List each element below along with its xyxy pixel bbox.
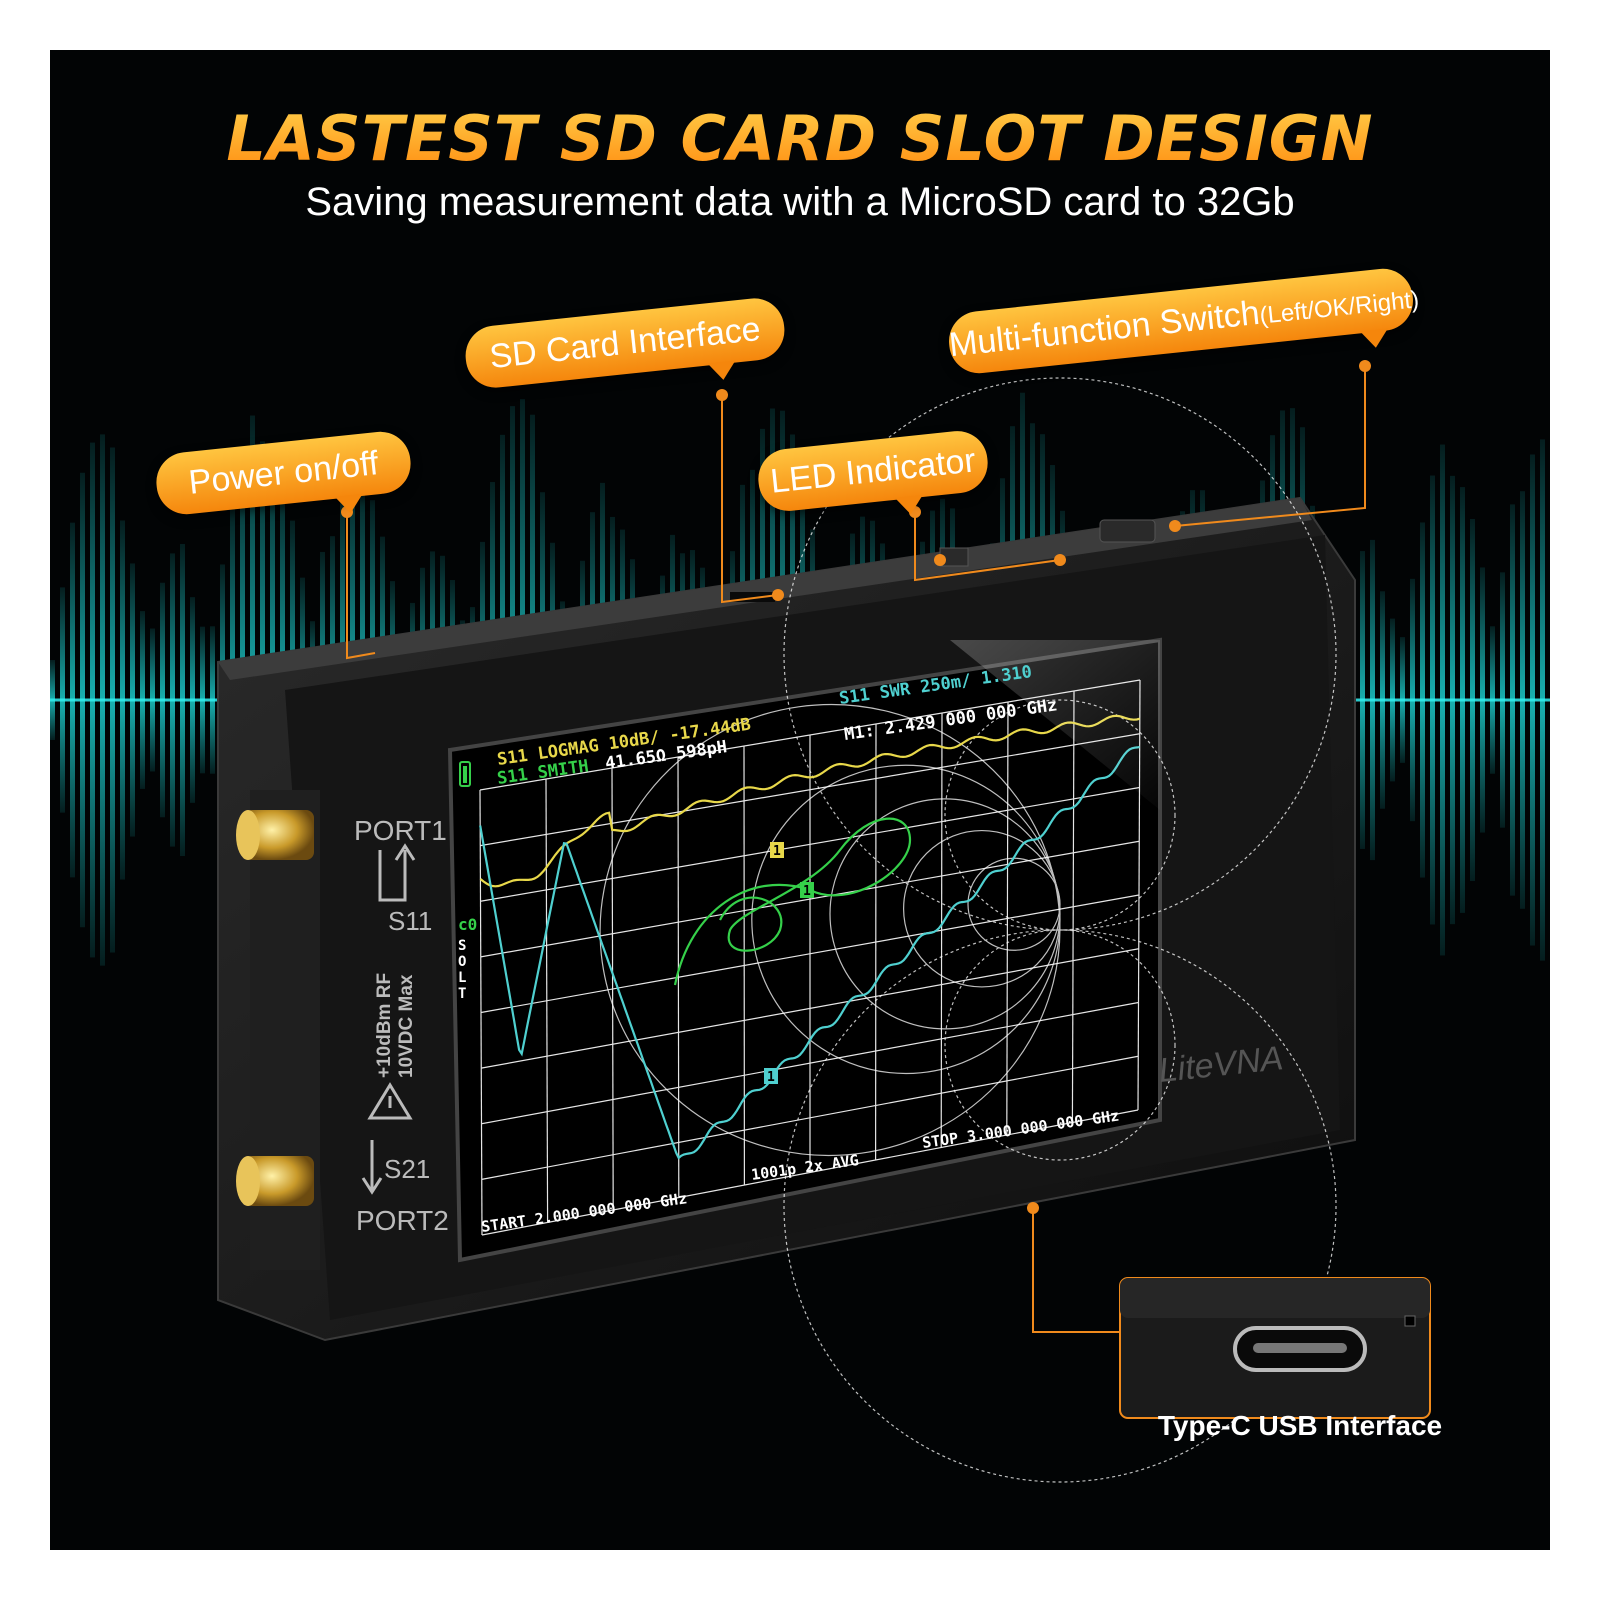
product-image: S11 LOGMAG 10dB/ -17.44dB S11 SMITH 41.6…: [50, 50, 1550, 1550]
s21-label: S21: [384, 1154, 430, 1184]
cal-flag-s: S: [458, 938, 466, 954]
cal-flag-l: L: [458, 970, 466, 986]
battery-icon: [459, 761, 471, 787]
smith-chart-grid: [599, 377, 1337, 1483]
sma-connector-port1: [236, 810, 314, 860]
scene-graphics: S11 LOGMAG 10dB/ -17.44dB S11 SMITH 41.6…: [50, 360, 1550, 1483]
callout-led-label: LED Indicator: [768, 441, 978, 501]
callout-usb-label: Type-C USB Interface: [1157, 1410, 1443, 1441]
cal-flag-t: T: [458, 986, 466, 1002]
leader-dots: [341, 360, 1371, 1214]
screen-glare: [950, 640, 1160, 810]
display-screen: [447, 637, 1162, 1263]
warning-triangle-icon: [367, 1082, 413, 1120]
top-controls: [730, 519, 1156, 602]
marker-flag-logmag: 1: [773, 844, 781, 859]
headline-title: LASTEST SD CARD SLOT DESIGN: [50, 102, 1550, 175]
rating-dc: 10VDC Max: [396, 974, 417, 1078]
marker-flag-smith: 1: [803, 884, 811, 899]
cal-flag-o: O: [458, 954, 466, 970]
s11-label: S11: [388, 906, 432, 936]
marker-flag-swr: 1: [767, 1070, 775, 1085]
callout-power-label: Power on/off: [186, 444, 381, 502]
measurement-traces: [479, 714, 1141, 1160]
callout-switch-sublabel: (Left/OK/Right): [1258, 286, 1421, 330]
calibration-code: c0: [458, 915, 477, 934]
arrow-down-icon: [361, 1140, 383, 1195]
rating-rf: +10dBm RF: [374, 973, 395, 1078]
usb-c-port-icon: [1119, 1277, 1431, 1419]
headline-subtitle: Saving measurement data with a MicroSD c…: [305, 180, 1295, 224]
port2-label: PORT2: [356, 1205, 449, 1236]
sma-connector-port2: [236, 1156, 314, 1206]
arrow-up-icon: [378, 843, 416, 902]
port1-label: PORT1: [354, 815, 447, 846]
